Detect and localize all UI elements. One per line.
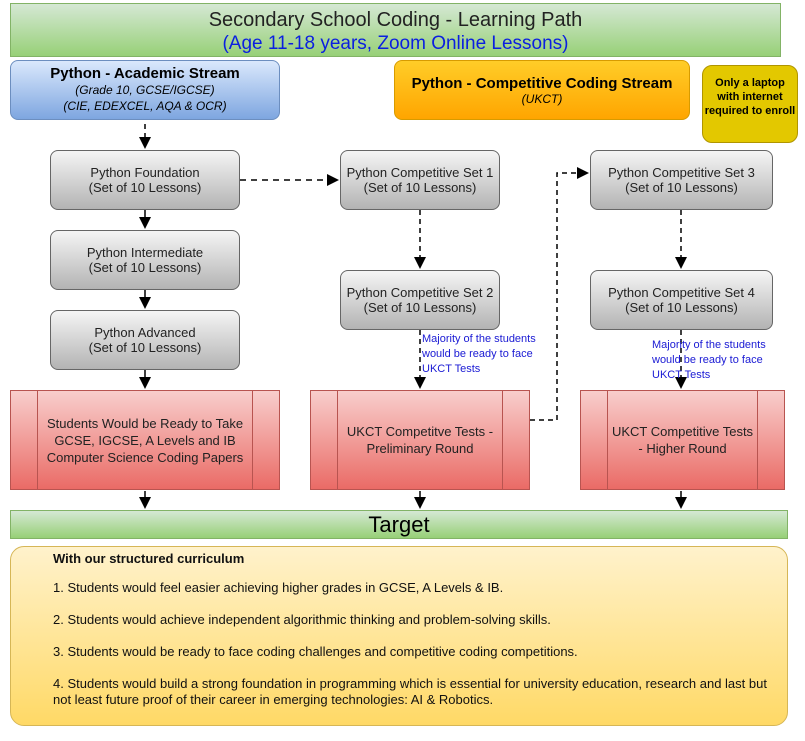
majority-note-higher: Majority of the students would be ready … xyxy=(652,339,766,381)
curriculum-box: With our structured curriculum 1. Studen… xyxy=(10,546,788,726)
outcome-higher-round: UKCT Competitive Tests - Higher Round xyxy=(580,390,785,490)
lesson-subtitle: (Set of 10 Lessons) xyxy=(88,340,202,355)
lesson-python-foundation: Python Foundation (Set of 10 Lessons) xyxy=(50,150,240,210)
curriculum-point: 4. Students would build a strong foundat… xyxy=(53,676,767,707)
lesson-python-advanced: Python Advanced (Set of 10 Lessons) xyxy=(50,310,240,370)
curriculum-heading: With our structured curriculum xyxy=(53,551,245,566)
competitive-stream-title: Python - Competitive Coding Stream xyxy=(411,75,673,92)
academic-stream-line2: (CIE, EDEXCEL, AQA & OCR) xyxy=(63,99,227,113)
academic-stream-title: Python - Academic Stream xyxy=(50,65,240,82)
lesson-competitive-set-3: Python Competitive Set 3 (Set of 10 Less… xyxy=(590,150,773,210)
competitive-stream-box: Python - Competitive Coding Stream (UKCT… xyxy=(394,60,690,120)
lesson-subtitle: (Set of 10 Lessons) xyxy=(625,300,738,315)
lesson-title: Python Competitive Set 4 xyxy=(608,285,755,300)
academic-stream-box: Python - Academic Stream (Grade 10, GCSE… xyxy=(10,60,280,120)
majority-note-preliminary: Majority of the students would be ready … xyxy=(422,333,536,375)
lesson-title: Python Advanced xyxy=(94,325,196,340)
lesson-subtitle: (Set of 10 Lessons) xyxy=(625,180,738,195)
lesson-subtitle: (Set of 10 Lessons) xyxy=(88,180,202,195)
competitive-stream-subtitle: (UKCT) xyxy=(521,92,563,106)
lesson-title: Python Competitive Set 3 xyxy=(608,165,755,180)
lesson-competitive-set-4: Python Competitive Set 4 (Set of 10 Less… xyxy=(590,270,773,330)
laptop-note: Only a laptop with internet required to … xyxy=(702,65,798,143)
lesson-title: Python Intermediate xyxy=(86,245,204,260)
outcome-preliminary-round: UKCT Competitve Tests - Preliminary Roun… xyxy=(310,390,530,490)
target-banner: Target xyxy=(10,510,788,539)
academic-stream-line1: (Grade 10, GCSE/IGCSE) xyxy=(75,83,215,97)
lesson-subtitle: (Set of 10 Lessons) xyxy=(363,180,477,195)
outcome-text: Students Would be Ready to Take GCSE, IG… xyxy=(46,415,244,465)
lesson-title: Python Competitive Set 1 xyxy=(346,165,494,180)
lesson-subtitle: (Set of 10 Lessons) xyxy=(363,300,477,315)
curriculum-point: 2. Students would achieve independent al… xyxy=(53,612,551,627)
lesson-title: Python Competitive Set 2 xyxy=(346,285,494,300)
lesson-python-intermediate: Python Intermediate (Set of 10 Lessons) xyxy=(50,230,240,290)
outcome-academic-exams: Students Would be Ready to Take GCSE, IG… xyxy=(10,390,280,490)
lesson-title: Python Foundation xyxy=(90,165,200,180)
outcome-text: UKCT Competitive Tests - Higher Round xyxy=(611,424,754,456)
page-title: Secondary School Coding - Learning Path xyxy=(208,9,583,31)
arrow-preliminary-to-comp3 xyxy=(530,167,589,421)
lesson-competitive-set-2: Python Competitive Set 2 (Set of 10 Less… xyxy=(340,270,500,330)
lesson-subtitle: (Set of 10 Lessons) xyxy=(88,260,202,275)
page-subtitle: (Age 11-18 years, Zoom Online Lessons) xyxy=(222,33,569,54)
curriculum-point: 1. Students would feel easier achieving … xyxy=(53,580,504,595)
outcome-text: UKCT Competitve Tests - Preliminary Roun… xyxy=(346,424,494,456)
lesson-competitive-set-1: Python Competitive Set 1 (Set of 10 Less… xyxy=(340,150,500,210)
header-banner: Secondary School Coding - Learning Path … xyxy=(10,3,781,57)
curriculum-point: 3. Students would be ready to face codin… xyxy=(53,644,578,659)
